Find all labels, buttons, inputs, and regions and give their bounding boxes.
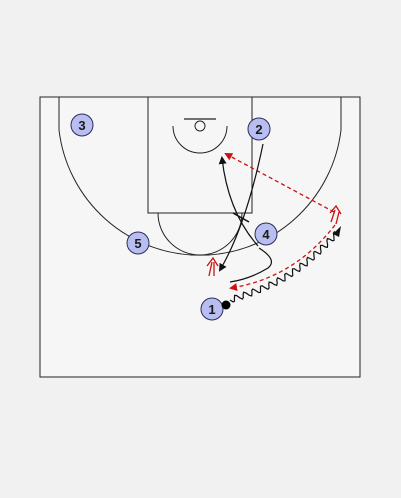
actions bbox=[206, 143, 342, 303]
dribble-line-1-to-wing bbox=[229, 231, 338, 303]
player-4[interactable]: 4 bbox=[254, 222, 278, 246]
court-boundary bbox=[39, 96, 361, 378]
player-1-label: 1 bbox=[208, 302, 215, 317]
player-3-label: 3 bbox=[78, 118, 85, 133]
cut-line-2-to-1 bbox=[218, 143, 264, 272]
basket-hoop bbox=[194, 120, 206, 132]
player-2-label: 2 bbox=[255, 122, 262, 137]
pass-line-wing-to-1 bbox=[229, 224, 336, 292]
player-2[interactable]: 2 bbox=[247, 117, 271, 141]
court bbox=[39, 96, 361, 378]
screen-mark-4 bbox=[232, 212, 250, 223]
ball bbox=[221, 300, 231, 310]
player-4-label: 4 bbox=[262, 227, 270, 242]
reception-mark-wing bbox=[329, 204, 342, 225]
cut-line-4-to-high-post bbox=[218, 156, 259, 247]
player-1[interactable]: 1 bbox=[200, 297, 224, 321]
restricted-area-arc bbox=[172, 125, 228, 154]
reception-mark-1 bbox=[206, 256, 219, 277]
dribble-arrowhead bbox=[333, 226, 341, 237]
curl-line-4 bbox=[229, 247, 273, 283]
free-throw-lane bbox=[147, 96, 253, 214]
player-3[interactable]: 3 bbox=[70, 113, 94, 137]
player-5[interactable]: 5 bbox=[126, 231, 150, 255]
player-5-label: 5 bbox=[134, 236, 141, 251]
players: 3 2 5 4 1 bbox=[70, 113, 278, 321]
